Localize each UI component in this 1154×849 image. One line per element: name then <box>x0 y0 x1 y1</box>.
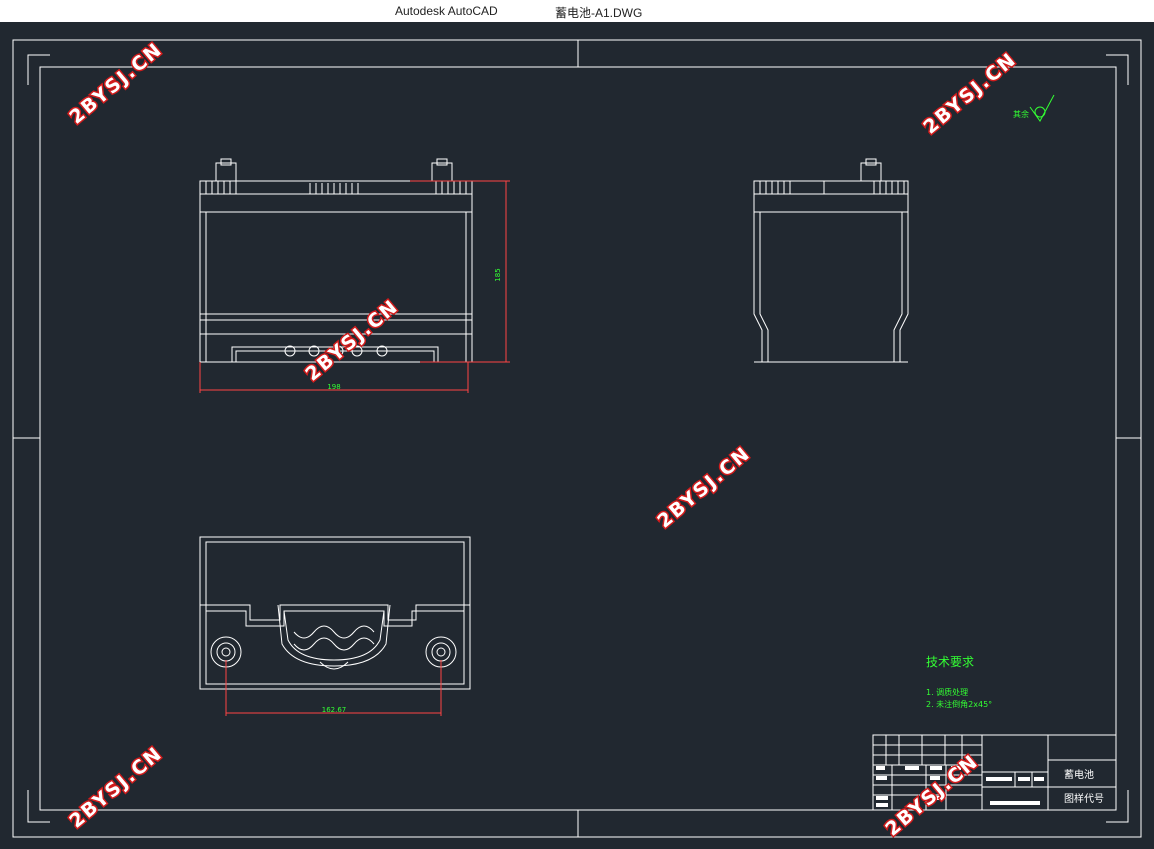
hole-spacing-dimension-text: 162.67 <box>322 706 347 714</box>
top-view-dimension <box>225 660 442 716</box>
drawing-canvas[interactable]: 185 198 <box>0 22 1154 849</box>
watermark: 2BYSJ.CN <box>65 38 167 128</box>
watermark: 2BYSJ.CN <box>919 48 1021 138</box>
tech-req-item: 2. 未注倒角2x45° <box>926 699 992 709</box>
roughness-label: 其余 <box>1013 109 1029 119</box>
side-view <box>753 158 909 363</box>
title-block-small-labels <box>876 766 1044 807</box>
roughness-symbol: 其余 <box>1013 94 1055 122</box>
watermark: 2BYSJ.CN <box>65 742 167 832</box>
height-dimension-text: 185 <box>494 268 502 281</box>
window-titlebar: Autodesk AutoCAD 蓄电池-A1.DWG <box>0 0 1154 22</box>
front-view <box>199 158 473 363</box>
length-dimension-text: 198 <box>327 383 340 391</box>
drawing-svg: 185 198 <box>12 37 1142 842</box>
app-title: Autodesk AutoCAD <box>395 4 498 18</box>
watermark: 2BYSJ.CN <box>301 295 403 385</box>
technical-requirements: 技术要求 1. 调质处理 2. 未注倒角2x45° <box>926 655 992 709</box>
document-title: 蓄电池-A1.DWG <box>555 6 643 20</box>
drawing-number-label: 图样代号 <box>1064 792 1104 805</box>
sheet-frame <box>12 39 1142 838</box>
tech-req-item: 1. 调质处理 <box>926 687 968 697</box>
tech-req-heading: 技术要求 <box>926 655 974 669</box>
top-view <box>199 536 471 690</box>
part-name: 蓄电池 <box>1064 768 1094 781</box>
front-view-dimensions <box>199 180 510 393</box>
title-block <box>872 734 1117 811</box>
watermark: 2BYSJ.CN <box>653 442 755 532</box>
